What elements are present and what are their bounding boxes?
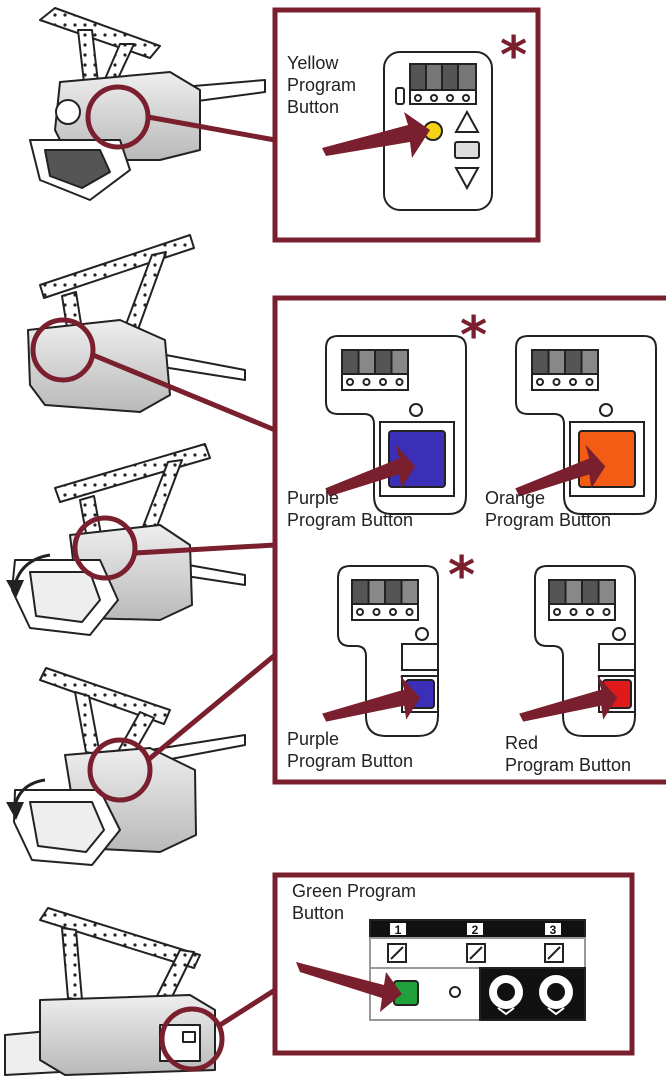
- opener-2-highlight-circle: [30, 317, 96, 383]
- red-control-unit-upper-frame: [598, 643, 636, 671]
- orange-arrow: [515, 444, 606, 497]
- dip-label-2: 2: [472, 923, 479, 937]
- opener-3-illustration: [11, 443, 246, 636]
- purple-button-label-1: Purple Program Button: [287, 488, 414, 530]
- dip-label-1: 1: [395, 923, 402, 937]
- connector-line-3: [134, 542, 276, 556]
- opener-3-highlight-circle: [72, 515, 138, 581]
- opener-3-arrowhead: [6, 580, 24, 598]
- red-button-label: Red Program Button: [505, 733, 632, 775]
- asterisk-2: *: [460, 306, 488, 366]
- purple-control-unit-2-upper-frame: [401, 643, 439, 671]
- connector-line-5: [218, 987, 277, 1028]
- yellow-button-label: Yellow Program Button: [287, 53, 357, 117]
- orange-button-label: Orange Program Button: [485, 488, 612, 530]
- opener-5-illustration: [4, 907, 216, 1076]
- red-arrow: [519, 675, 618, 722]
- panel-3-arrow: [296, 962, 402, 1012]
- purple-arrow-2: [322, 675, 421, 722]
- purple-program-button-1[interactable]: [388, 430, 446, 488]
- opener-4-illustration: [13, 667, 246, 866]
- asterisk-3: *: [448, 546, 476, 606]
- purple-button-label-2: Purple Program Button: [287, 729, 414, 771]
- asterisk-1: *: [500, 26, 528, 86]
- green-button-label: Green Program Button: [292, 881, 417, 923]
- dip-label-3: 3: [550, 923, 557, 937]
- opener-1-illustration: [29, 7, 266, 201]
- connector-line-4: [146, 653, 277, 762]
- opener-4-highlight-circle: [87, 737, 153, 803]
- opener-4-arrowhead: [6, 802, 24, 820]
- opener-2-illustration: [27, 234, 246, 413]
- connector-line-2: [92, 352, 276, 433]
- connector-line-1: [147, 114, 276, 143]
- purple-arrow-1: [325, 444, 416, 497]
- opener-5-highlight-circle: [159, 1006, 225, 1072]
- orange-program-button[interactable]: [578, 430, 636, 488]
- logic-board: [369, 919, 586, 1021]
- panel-1-arrow: [322, 112, 430, 158]
